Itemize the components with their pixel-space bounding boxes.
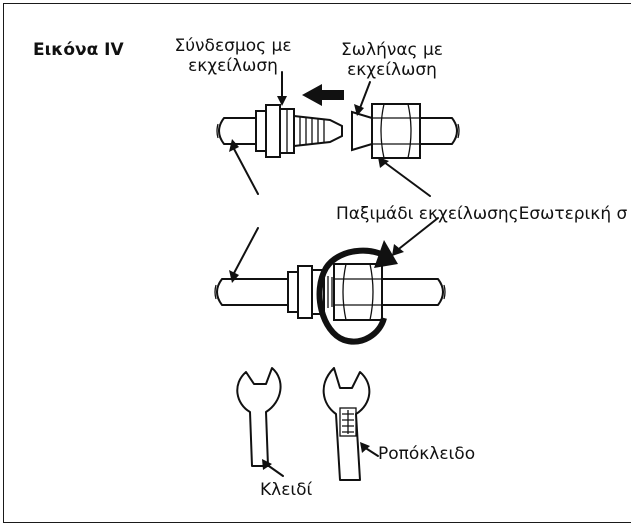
- flare-nut-top: [371, 103, 421, 159]
- middle-right-pipe: [381, 278, 446, 306]
- middle-left-pipe: [214, 278, 289, 306]
- leader-left-pipe-mid: [232, 227, 259, 276]
- top-right-pipe: [419, 117, 460, 145]
- leader-left-pipe-top: [232, 146, 259, 195]
- flared-tube-end: [351, 110, 373, 152]
- label-flare-nut-inner-sleeve: Παξιμάδι εκχείλωσηςΕσωτερική σ: [336, 204, 628, 224]
- label-flared-tube-line2: εκχείλωση: [347, 60, 437, 80]
- label-flare-connector: Σύνδεσμος με εκχείλωση: [160, 36, 306, 76]
- leader-flared-tube: [359, 81, 371, 109]
- label-flared-tube-line1: Σωλήνας με: [341, 40, 443, 60]
- figure-title: Εικόνα IV: [33, 40, 124, 60]
- top-left-pipe: [216, 117, 256, 145]
- middle-flare-nut: [333, 263, 383, 321]
- assembly-direction-arrow: [302, 84, 344, 106]
- label-wrench: Κλειδί: [260, 480, 313, 500]
- label-flare-connector-line1: Σύνδεσμος με: [174, 36, 292, 56]
- label-torque-wrench: Ροπόκλειδο: [378, 444, 476, 464]
- flare-connector-union: [255, 104, 343, 158]
- label-flared-tube: Σωλήνας με εκχείλωση: [332, 40, 452, 80]
- leader-inner-sleeve: [399, 217, 439, 249]
- torque-wrench-drawing: [322, 367, 371, 481]
- label-flare-connector-line2: εκχείλωση: [188, 56, 278, 76]
- leader-flare-nut: [383, 161, 431, 197]
- wrench-drawing: [236, 367, 282, 467]
- tighten-rotation-arrow: [316, 240, 398, 345]
